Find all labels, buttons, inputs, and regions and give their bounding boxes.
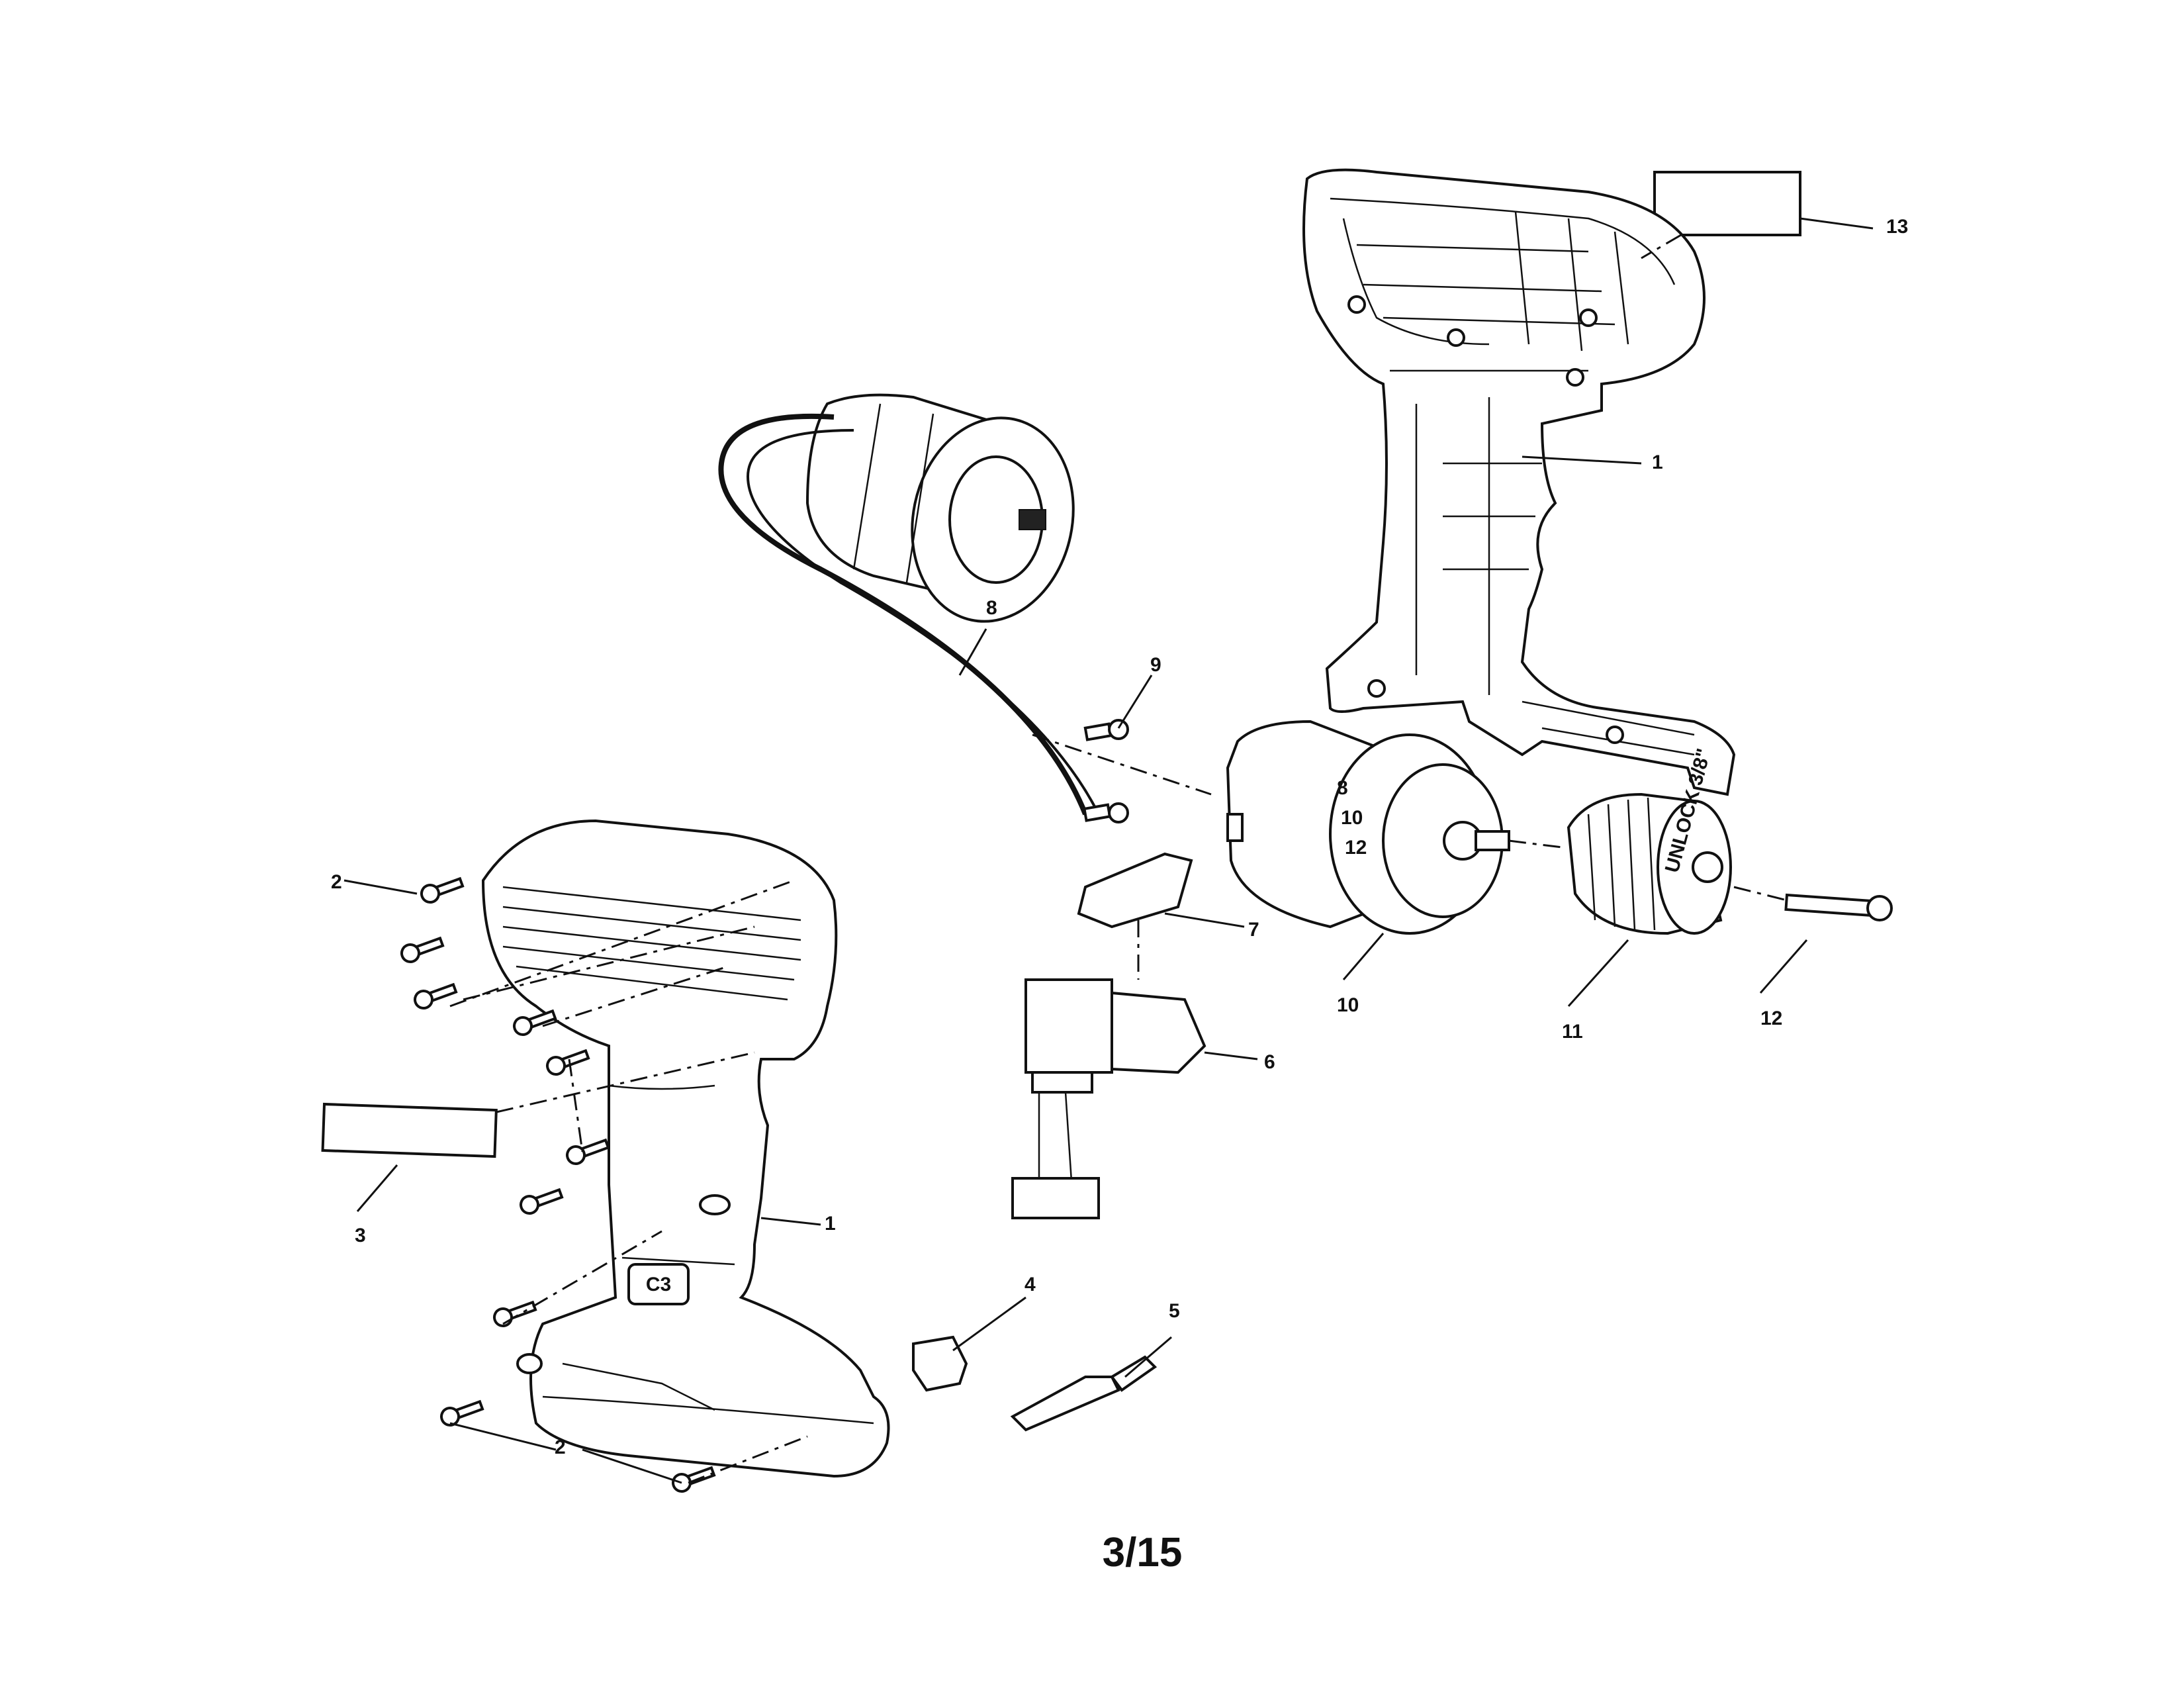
callout-4: 4 <box>1024 1274 1036 1295</box>
callout-1-top: 1 <box>1652 451 1663 473</box>
motor-lead-wires <box>718 413 1100 816</box>
callout-7: 7 <box>1248 919 1259 941</box>
part-9-screws <box>1083 719 1129 823</box>
part-6-switch <box>1011 978 1206 1219</box>
part-4-clip <box>912 1335 968 1392</box>
callout-1-bottom: 1 <box>825 1213 836 1235</box>
part-10-gearbox <box>1226 720 1510 935</box>
callout-9: 9 <box>1150 654 1161 676</box>
callout-6: 6 <box>1264 1051 1275 1073</box>
callout-leader-lines <box>343 217 1874 1484</box>
gearbox-scale-mark: 10 <box>1341 807 1363 829</box>
callout-2-bottom: 2 <box>555 1436 566 1458</box>
gearbox-scale-mark: 12 <box>1345 837 1367 859</box>
part-12-screw <box>1784 893 1893 921</box>
part-2-screws <box>400 876 716 1493</box>
part-7-direction-button <box>1077 852 1193 929</box>
part-11-chuck <box>1567 792 1732 935</box>
assembly-guide-lines <box>449 234 1788 1484</box>
part-1-housing-left: C3 <box>481 819 890 1478</box>
callout-11: 11 <box>1562 1021 1583 1043</box>
callout-10: 10 <box>1337 994 1359 1016</box>
part-1-housing-right <box>1302 168 1736 796</box>
part-3-label-plate <box>321 1102 498 1158</box>
part-13-label-plate <box>1653 171 1801 236</box>
gearbox-scale-mark: 8 <box>1337 777 1348 799</box>
callout-12: 12 <box>1760 1008 1782 1029</box>
callout-labels: 13 1 8 9 7 6 10 11 12 2 3 1 4 5 2 <box>331 216 1908 1458</box>
callout-3: 3 <box>355 1225 366 1246</box>
part-5-bit <box>1010 1355 1158 1432</box>
callout-13: 13 <box>1886 216 1908 238</box>
housing-logo: C3 <box>646 1274 671 1295</box>
part-8-motor <box>805 393 1075 623</box>
callout-2-top: 2 <box>331 871 342 893</box>
callout-5: 5 <box>1169 1300 1180 1322</box>
page-number: 3/15 <box>1103 1530 1183 1575</box>
callout-8: 8 <box>986 597 997 619</box>
